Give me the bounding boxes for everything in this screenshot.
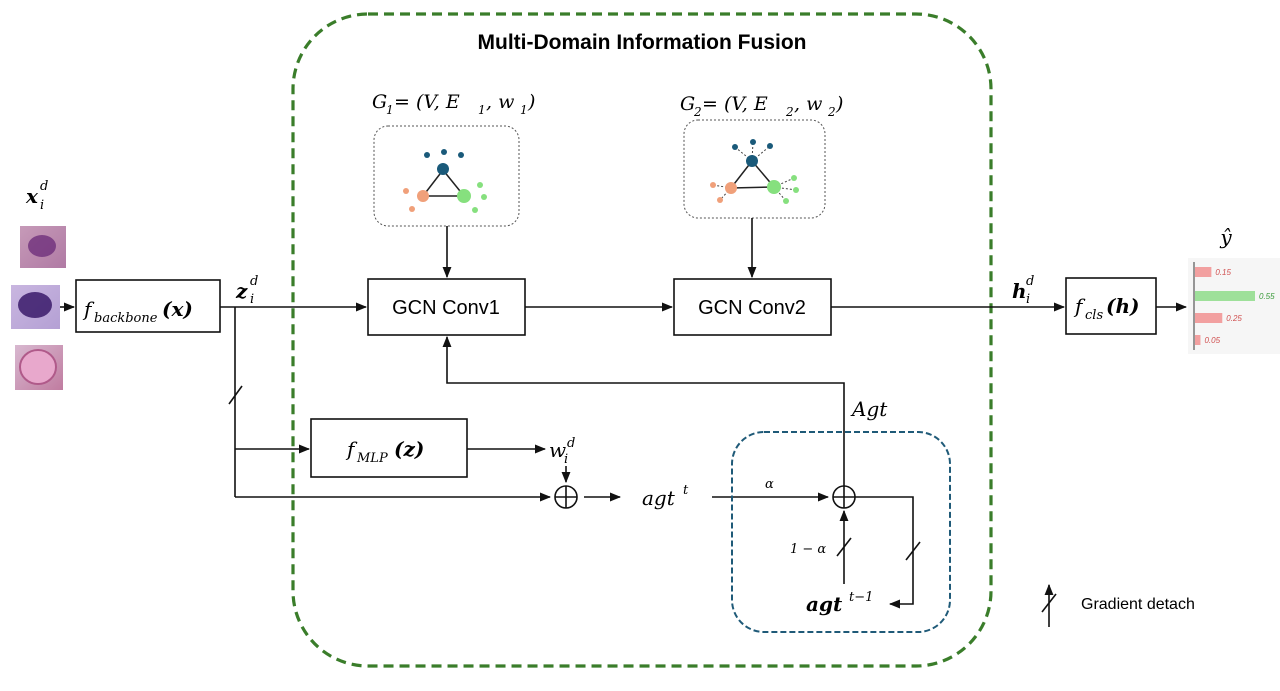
graph2-label: G 2 = (V, E 2 , w 2 )	[680, 93, 843, 119]
gradient-detach-icon-label: Gradient detach	[1081, 596, 1195, 613]
svg-text:t−1: t−1	[849, 590, 873, 605]
output-bar-chart: 0.15 0.55 0.25 0.05	[1188, 258, 1280, 354]
output-bar-2	[1195, 291, 1255, 301]
svg-text:i: i	[40, 198, 44, 213]
graph1-label: G 1 = (V, E 1 , w 1 )	[372, 91, 535, 117]
graph1-box	[373, 125, 520, 227]
input-cell-images	[11, 226, 66, 390]
svg-text:2: 2	[693, 105, 702, 119]
agt-t-label: agt t	[642, 483, 689, 510]
one-minus-alpha-label: 1 − α	[790, 542, 826, 557]
w-label: w d i	[549, 436, 575, 467]
output-bar-4	[1195, 335, 1201, 345]
svg-text:(h): (h)	[1106, 294, 1139, 318]
output-bar-value-2: 0.55	[1259, 292, 1275, 301]
svg-text:= (V, E: = (V, E	[702, 93, 768, 115]
svg-text:2: 2	[785, 105, 794, 119]
svg-text:MLP: MLP	[356, 451, 388, 466]
svg-text:i: i	[250, 292, 254, 307]
svg-text:x: x	[25, 184, 39, 208]
h-label: h d i	[1012, 274, 1034, 307]
y-hat-label: ŷ	[1219, 225, 1232, 249]
gcn-conv1-label: GCN Conv1	[392, 297, 500, 319]
output-bar-value-1: 0.15	[1215, 268, 1231, 277]
graph2-illustration	[710, 139, 799, 204]
gcn-conv2-box	[673, 278, 832, 336]
output-bar-3	[1195, 313, 1223, 323]
graph2-box	[683, 119, 826, 219]
svg-text:G: G	[680, 93, 695, 115]
gradient-detach-legend: Gradient detach	[1041, 583, 1195, 627]
svg-text:d: d	[1026, 274, 1034, 289]
svg-text:cls: cls	[1085, 308, 1103, 323]
svg-text:i: i	[1026, 292, 1030, 307]
svg-text:t: t	[683, 483, 689, 498]
agt-update-region	[731, 431, 951, 633]
svg-text:i: i	[564, 452, 568, 467]
z-label: z d i	[235, 274, 258, 307]
svg-text:1: 1	[386, 103, 394, 117]
svg-text:agt: agt	[642, 486, 676, 510]
output-bar-value-4: 0.05	[1204, 336, 1220, 345]
svg-text:agt: agt	[806, 592, 843, 616]
sum-node-2	[832, 485, 856, 509]
agt-prev-label: agt t−1	[806, 590, 873, 616]
gcn-conv2-label: GCN Conv2	[698, 297, 806, 319]
classifier-box	[1065, 277, 1157, 335]
svg-text:backbone: backbone	[94, 311, 158, 326]
svg-text:1: 1	[478, 103, 486, 117]
sum-node-1	[554, 485, 578, 509]
svg-text:(z): (z)	[394, 437, 424, 461]
agt-label: Agt	[850, 397, 888, 421]
svg-text:G: G	[372, 91, 387, 113]
svg-text:z: z	[235, 279, 248, 303]
svg-text:d: d	[40, 179, 48, 194]
svg-text:): )	[527, 91, 535, 113]
svg-text:h: h	[1012, 279, 1027, 303]
svg-text:(x): (x)	[162, 297, 193, 321]
svg-text:= (V, E: = (V, E	[394, 91, 460, 113]
fusion-region	[291, 12, 993, 668]
svg-text:d: d	[567, 436, 575, 451]
svg-text:, w: , w	[486, 91, 514, 113]
mlp-box	[310, 418, 468, 478]
graph1-illustration	[403, 149, 487, 213]
output-bar-value-3: 0.25	[1226, 314, 1242, 323]
svg-text:2: 2	[827, 105, 836, 119]
input-label: x d i	[25, 179, 48, 213]
fusion-title: Multi-Domain Information Fusion	[478, 31, 807, 54]
svg-text:, w: , w	[794, 93, 822, 115]
alpha-label: α	[765, 477, 774, 492]
svg-text:1: 1	[520, 103, 528, 117]
svg-text:): )	[835, 93, 843, 115]
backbone-box	[75, 279, 221, 333]
svg-text:d: d	[250, 274, 258, 289]
svg-text:w: w	[549, 438, 566, 462]
output-bar-1	[1195, 267, 1212, 277]
